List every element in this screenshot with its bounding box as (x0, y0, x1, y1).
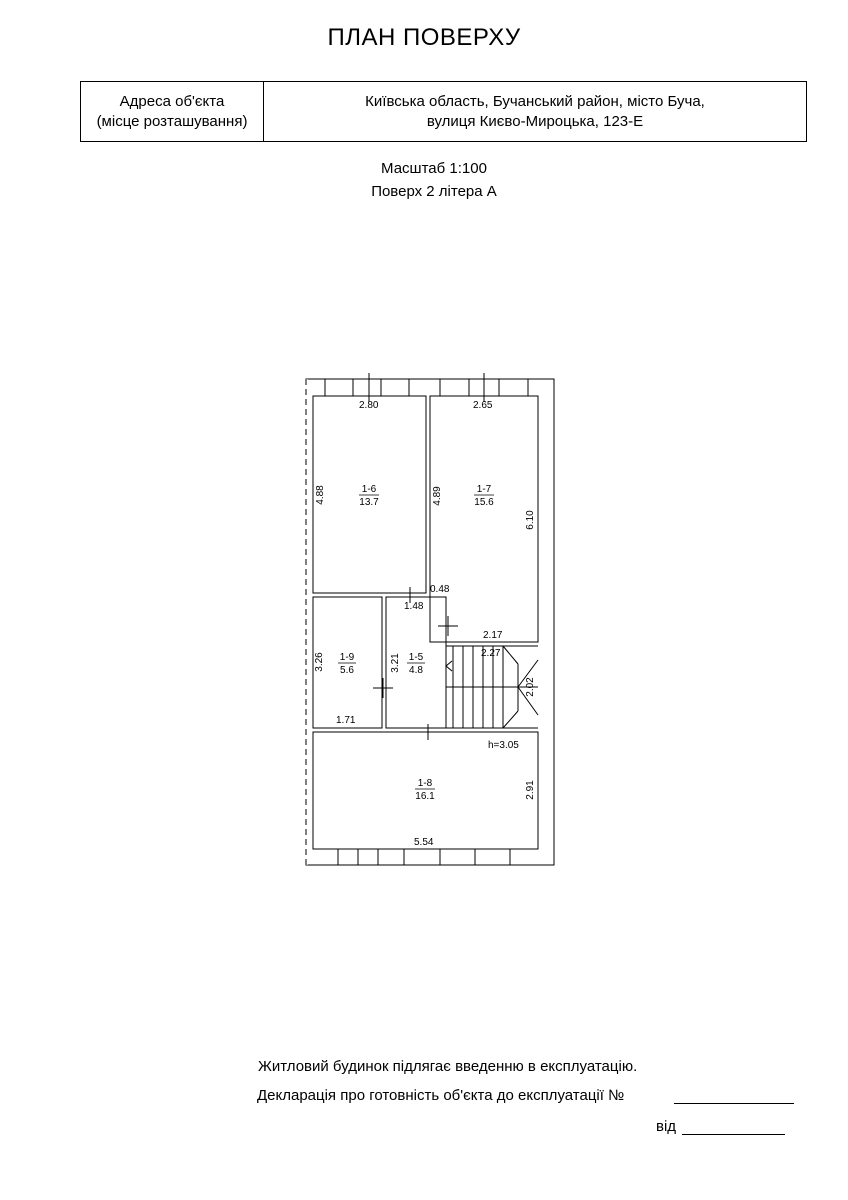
footer-date-label: від (656, 1118, 677, 1135)
dimension-4-89: 4.89 (432, 486, 443, 506)
room-1-6 (312, 395, 427, 594)
address-value-line1: Київська область, Бучанський район, міст… (365, 92, 705, 110)
room-label-1-6-id: 1-6 (362, 484, 377, 495)
dimension-1-48: 1.48 (404, 601, 424, 612)
room-label-1-8-id: 1-8 (418, 778, 433, 789)
dimension-2-02: 2.02 (525, 677, 536, 697)
room-label-1-5-id: 1-5 (409, 652, 424, 663)
page-title: ПЛАН ПОВЕРХУ (327, 24, 521, 51)
dimension-0-48: 0.48 (430, 584, 450, 595)
dimension-2-17: 2.17 (483, 630, 503, 641)
room-label-1-9-area: 5.6 (340, 665, 354, 676)
window-bottom-left (337, 848, 379, 866)
address-value-cell: Київська область, Бучанський район, міст… (264, 82, 806, 141)
address-label-cell: Адреса об'єкта (місце розташування) (81, 82, 264, 141)
dimension-5-54: 5.54 (414, 837, 434, 848)
floor-label: Поверх 2 літера А (371, 183, 497, 200)
address-label-line2: (місце розташування) (96, 112, 248, 130)
room-label-1-6-area: 13.7 (359, 497, 379, 508)
dimension-2-91: 2.91 (525, 780, 536, 800)
declaration-date-line (682, 1134, 785, 1135)
room-label-1-8-area: 16.1 (415, 791, 435, 802)
dimension-6-10: 6.10 (525, 510, 536, 530)
room-label-1-7-area: 15.6 (474, 497, 494, 508)
address-label-line1: Адреса об'єкта (119, 92, 225, 110)
ceiling-height: h=3.05 (488, 740, 519, 751)
room-label-1-9-id: 1-9 (340, 652, 355, 663)
room-1-5 (385, 596, 447, 729)
window-top-left (324, 373, 410, 402)
address-value-line2: вулиця Києво-Мироцька, 123-Е (426, 112, 644, 130)
window-top-right (439, 373, 529, 402)
dimension-1-71: 1.71 (336, 715, 356, 726)
window-bottom-right (403, 848, 511, 866)
dimension-2-27: 2.27 (481, 648, 501, 659)
room-label-1-5-area: 4.8 (409, 665, 423, 676)
dimension-3-26: 3.26 (314, 652, 325, 672)
room-1-9 (312, 596, 383, 729)
footer-declaration-label: Декларація про готовність об'єкта до екс… (257, 1087, 625, 1104)
dimension-2-80: 2.80 (359, 400, 379, 411)
scale-label: Масштаб 1:100 (381, 160, 487, 177)
room-1-7 (429, 395, 539, 643)
dimension-4-88: 4.88 (315, 485, 326, 505)
dimension-3-21: 3.21 (390, 653, 401, 673)
staircase (445, 645, 539, 729)
declaration-number-line (674, 1103, 794, 1104)
footer-commissioning-note: Житловий будинок підлягає введенню в екс… (258, 1058, 638, 1075)
address-table: Адреса об'єкта (місце розташування) Київ… (80, 81, 807, 142)
dimension-2-65: 2.65 (473, 400, 493, 411)
room-label-1-7-id: 1-7 (477, 484, 492, 495)
